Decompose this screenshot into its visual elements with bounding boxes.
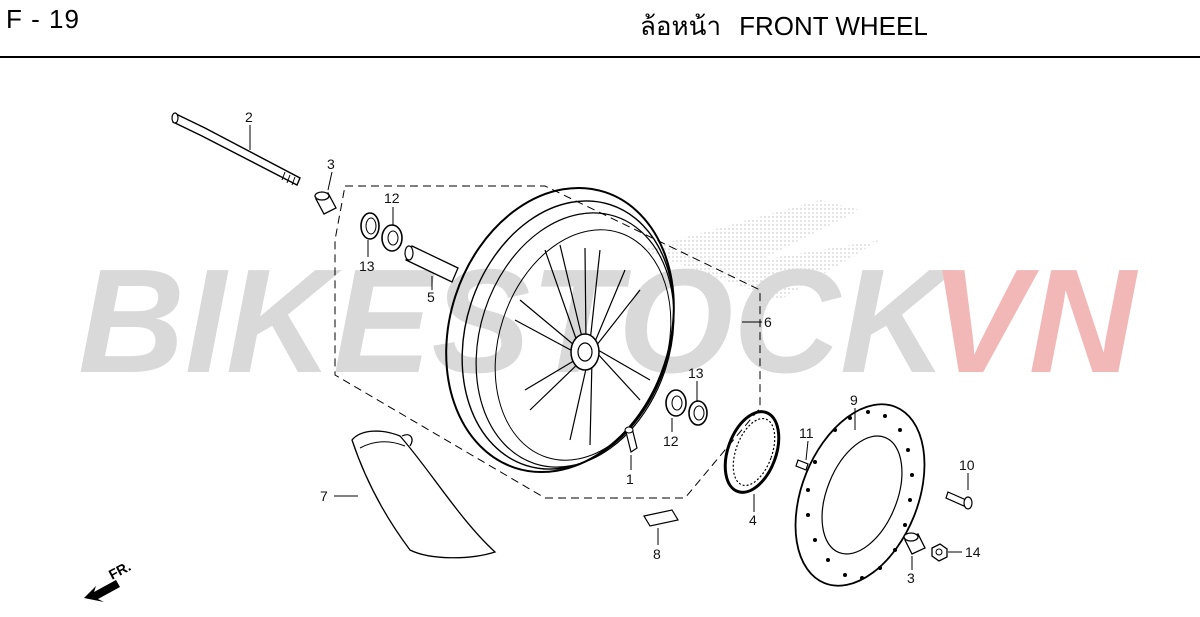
callout-11: 11	[799, 425, 814, 441]
callout-3-right: 3	[907, 570, 915, 586]
watermark-wing-logo	[640, 200, 880, 300]
exploded-view: BIKESTOCK VN	[78, 109, 1139, 602]
callout-1: 1	[626, 471, 634, 487]
front-direction-arrow-icon: FR.	[84, 558, 133, 602]
axle-part	[171, 112, 301, 186]
callout-13-right: 13	[688, 365, 704, 381]
rim-band	[351, 430, 497, 559]
screw-small	[795, 459, 809, 471]
direction-label: FR.	[106, 558, 133, 583]
page-title-thai: ล้อหน้า	[640, 11, 722, 41]
dust-seal-right	[688, 400, 708, 426]
callout-14: 14	[965, 544, 981, 560]
callout-labels: 2 3 12 13 5 6 13 12 1 11 9 10 4 8 3 14 7	[245, 109, 981, 586]
callout-12-right: 12	[663, 433, 679, 449]
watermark-text-red: VN	[930, 239, 1139, 404]
callout-10: 10	[959, 457, 975, 473]
collar-part-right	[903, 532, 926, 555]
bearing-left	[381, 224, 403, 252]
pulser-ring	[723, 410, 781, 494]
valve-part	[624, 426, 638, 453]
callout-2: 2	[245, 109, 253, 125]
balance-weight	[643, 509, 679, 527]
dust-seal-left	[360, 212, 380, 240]
front-wheel-diagram: BIKESTOCK VN	[0, 58, 1200, 617]
assembly-boundary	[334, 185, 761, 499]
callout-3-top: 3	[327, 156, 335, 172]
header-rule	[0, 56, 1200, 58]
page-code: F - 19	[6, 4, 80, 34]
hex-nut	[931, 543, 948, 562]
callout-6: 6	[764, 314, 772, 330]
callout-8: 8	[653, 546, 661, 562]
leader-lines	[249, 125, 969, 570]
page-title-english: FRONT WHEEL	[739, 11, 928, 41]
disc-bolt	[945, 491, 973, 510]
callout-4: 4	[749, 512, 757, 528]
bearing-right	[665, 389, 687, 417]
callout-5: 5	[427, 289, 435, 305]
distance-collar	[404, 245, 459, 283]
callout-13-left: 13	[359, 258, 375, 274]
brake-disc	[794, 403, 926, 587]
watermark: BIKESTOCK VN	[78, 200, 1139, 404]
callout-9: 9	[850, 392, 858, 408]
header: F - 19 ล้อหน้า FRONT WHEEL	[0, 0, 1200, 58]
callout-12-left: 12	[384, 190, 400, 206]
collar-part-top	[314, 191, 337, 215]
page-title: ล้อหน้า FRONT WHEEL	[640, 6, 928, 47]
wheel-rim	[445, 186, 675, 474]
callout-7: 7	[320, 488, 328, 504]
